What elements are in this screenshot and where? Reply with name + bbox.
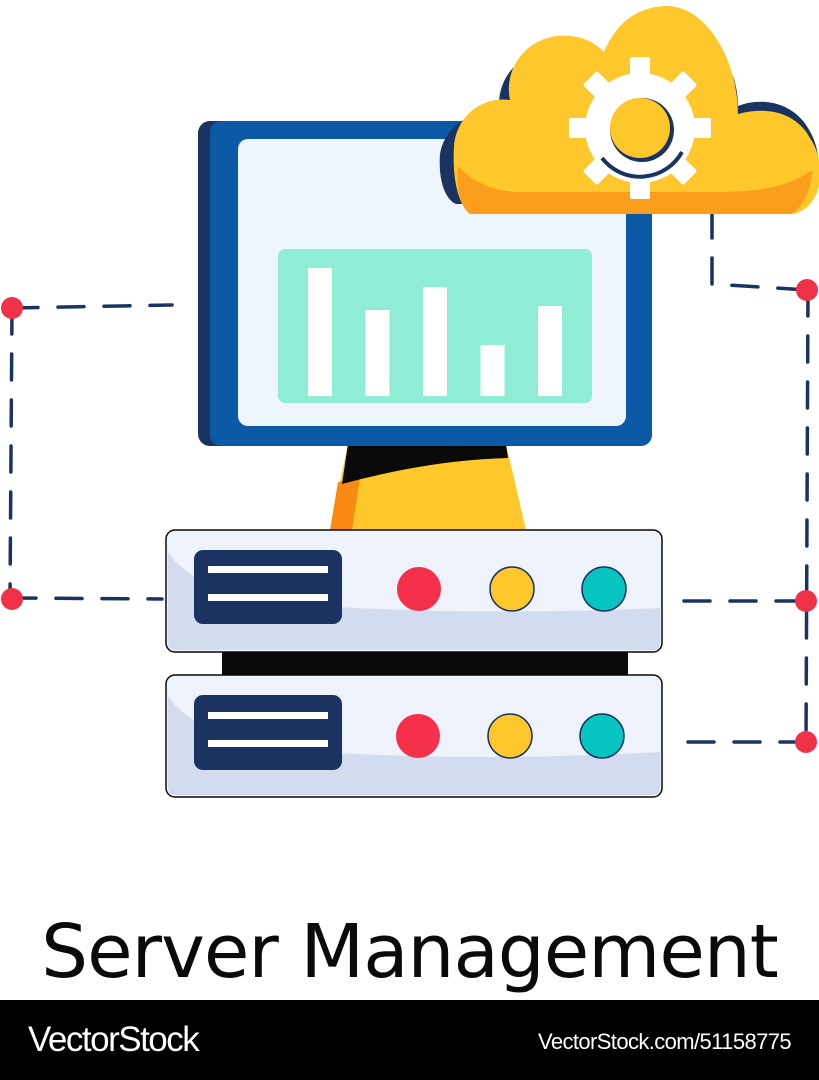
connection-line-right-vertical — [804, 288, 810, 744]
network-connections — [8, 210, 810, 744]
connection-line-cloud-down — [710, 210, 810, 292]
drive-slot — [194, 695, 342, 770]
network-node — [796, 279, 818, 301]
chart-bar — [538, 306, 562, 396]
status-light-red — [396, 714, 440, 758]
connection-line-left-vertical — [8, 306, 14, 600]
status-light-yellow — [489, 566, 535, 612]
status-light-teal — [579, 713, 625, 759]
network-nodes — [1, 279, 818, 753]
status-light-red — [397, 567, 441, 611]
server-unit-top — [165, 529, 663, 653]
page-title: Server Management — [41, 909, 779, 995]
image-reference-text: VectorStock.com/51158775 — [537, 1029, 792, 1054]
network-node — [1, 297, 23, 319]
network-node — [1, 588, 23, 610]
server-unit-bottom — [165, 674, 663, 798]
connection-line-left-bottom — [8, 596, 164, 601]
brand-logo-text: VectorStock — [28, 1020, 200, 1059]
server-connector — [222, 652, 628, 676]
network-node — [795, 590, 817, 612]
cloud-icon — [439, 5, 819, 214]
gear-icon — [569, 57, 711, 199]
network-node — [795, 731, 817, 753]
status-light-yellow — [487, 713, 533, 759]
chart-bar — [480, 345, 505, 396]
monitor-stand — [330, 444, 526, 530]
server-management-illustration — [1, 5, 819, 798]
chart-bar — [308, 268, 332, 396]
chart-bar — [423, 287, 447, 396]
chart-bar — [365, 310, 390, 396]
connection-line-left-top — [10, 303, 174, 310]
footer-bar: VectorStock VectorStock.com/51158775 — [0, 1000, 819, 1080]
drive-slot — [194, 550, 342, 624]
bar-chart — [308, 268, 562, 396]
status-light-teal — [581, 566, 627, 612]
